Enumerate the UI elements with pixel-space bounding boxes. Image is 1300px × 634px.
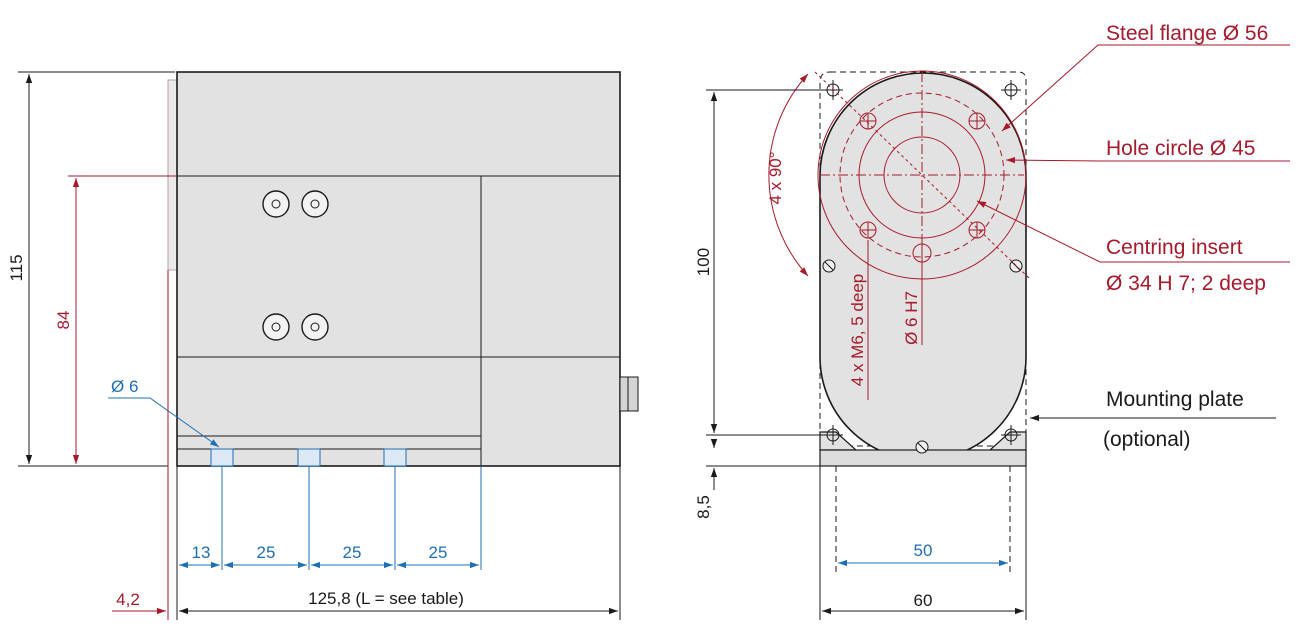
dim-125-8: 125,8 (L = see table) [179, 589, 618, 615]
dim-115-label: 115 [7, 254, 26, 281]
callouts: Steel flange Ø 56 Hole circle Ø 45 Centr… [976, 22, 1290, 451]
side-connector [619, 376, 639, 412]
dim-25c-label: 25 [429, 543, 448, 562]
dim-hole-dia-label: Ø 6 [111, 377, 138, 396]
callout-centring-line1: Centring insert [1106, 236, 1243, 259]
dim-8-5: 8,5 [694, 439, 820, 519]
dim-115: 115 [7, 71, 175, 467]
dim-pin-label: Ø 6 H7 [902, 291, 921, 345]
dim-hole-dia: Ø 6 [108, 377, 220, 448]
threaded-holes [859, 112, 986, 239]
side-view: 115 84 Ø 6 13 25 25 25 [7, 71, 639, 620]
dim-25a-label: 25 [257, 543, 276, 562]
dim-4-2: 4,2 [112, 590, 166, 615]
side-screws [262, 190, 329, 341]
callout-centring-line2: Ø 34 H 7; 2 deep [1106, 272, 1266, 295]
front-housing [819, 72, 1027, 461]
dim-angle: 4 x 90° [766, 73, 809, 277]
dim-hole-spacing: 13 25 25 25 [179, 466, 482, 570]
callout-mounting-plate: Mounting plate (optional) [1030, 388, 1276, 451]
dim-60-label: 60 [914, 591, 933, 610]
dim-100: 100 [694, 89, 830, 436]
dim-8-5-label: 8,5 [694, 495, 713, 519]
callout-steel-flange: Steel flange Ø 56 [1001, 22, 1290, 132]
dim-thread: 4 x M6, 5 deep [848, 240, 869, 400]
side-flange-plate [167, 79, 178, 271]
mounting-plate-outline [819, 71, 1027, 447]
callout-hole-circle-label: Hole circle Ø 45 [1106, 137, 1255, 160]
callout-steel-flange-label: Steel flange Ø 56 [1106, 22, 1268, 45]
dim-50-label: 50 [914, 541, 933, 560]
dim-84-label: 84 [54, 311, 73, 330]
dim-50: 50 [838, 541, 1008, 567]
side-mounting-holes [210, 448, 407, 467]
dim-25b-label: 25 [343, 543, 362, 562]
dim-13-label: 13 [192, 543, 211, 562]
front-view: 4 x 90° 4 x M6, 5 deep Ø 6 H7 100 8,5 [694, 70, 1030, 620]
callout-hole-circle: Hole circle Ø 45 [1005, 137, 1290, 164]
callout-centring-insert: Centring insert Ø 34 H 7; 2 deep [976, 200, 1290, 295]
dim-125-8-label: 125,8 (L = see table) [308, 589, 464, 608]
callout-mounting-line1: Mounting plate [1106, 388, 1244, 411]
dim-angle-label: 4 x 90° [766, 151, 785, 204]
callout-mounting-line2: (optional) [1103, 428, 1191, 451]
dim-100-label: 100 [694, 248, 713, 276]
dim-thread-label: 4 x M6, 5 deep [848, 274, 867, 386]
dim-84: 84 [54, 175, 177, 464]
dim-4-2-label: 4,2 [116, 590, 140, 609]
dim-pin: Ø 6 H7 [902, 262, 923, 345]
dim-60: 60 [822, 591, 1024, 615]
side-housing [176, 71, 621, 467]
